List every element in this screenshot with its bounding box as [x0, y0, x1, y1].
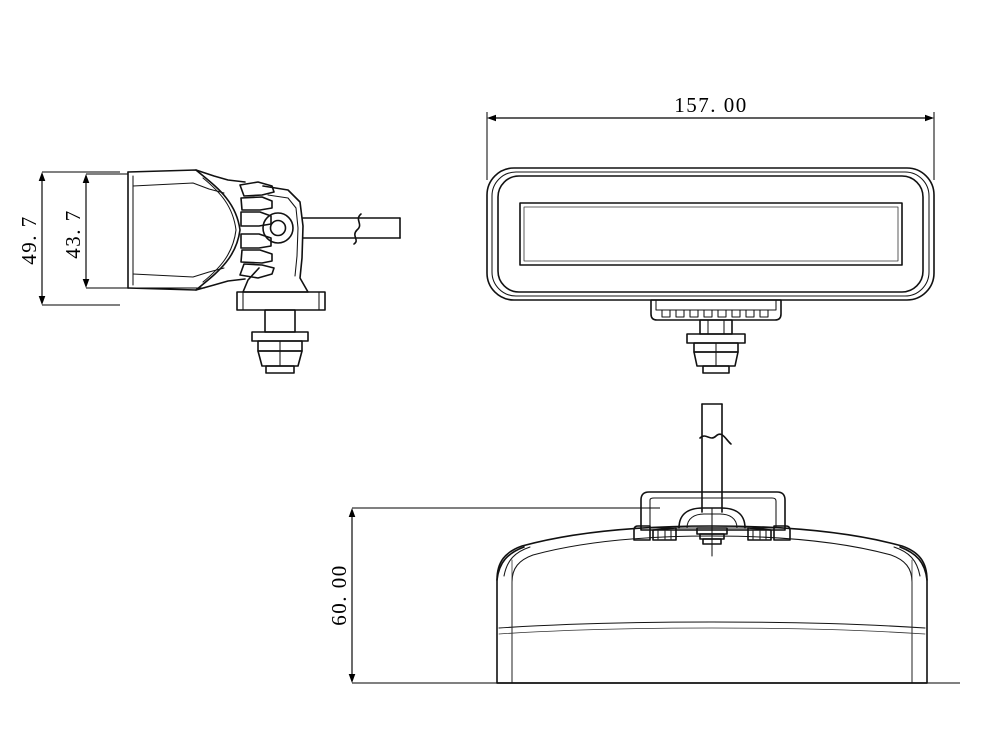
mount-hex-nut	[257, 350, 303, 367]
rear-stud-step-2	[699, 533, 725, 540]
dim-arrow-top-43-7	[82, 174, 90, 183]
rear-shell-corner-right-facet-2	[893, 546, 921, 577]
bracket-outline	[242, 185, 309, 293]
rear-bracket-flange-right	[773, 525, 791, 541]
rear-shell-outline	[496, 525, 928, 684]
side-lamp-housing	[127, 169, 246, 291]
ratchet-tooth-lower-1	[240, 249, 273, 264]
side-mounting-hardware	[251, 309, 309, 374]
cable-break-symbol	[353, 213, 362, 245]
rear-power-cable	[699, 403, 732, 513]
rear-lamp-shell	[496, 525, 928, 684]
ratchet-tooth-mid-2	[240, 233, 272, 249]
rear-bracket-inner-frame	[649, 497, 777, 529]
rear-shell-corner-left-facet-2	[503, 546, 531, 577]
rear-cable-break-symbol	[699, 433, 732, 445]
dimension-label-43-7: 43. 7	[61, 209, 85, 259]
front-bracket-teeth	[661, 309, 769, 318]
dim-arrow-top-60	[348, 508, 356, 517]
rear-shell-corner-left-facet	[496, 546, 525, 581]
dimension-43-7: 43. 7	[61, 173, 205, 289]
front-bracket-inner-line	[655, 299, 777, 311]
front-lens-window	[519, 202, 903, 266]
rear-shell-corner-right-facet	[899, 546, 928, 581]
side-housing-rear-curve-inner	[202, 177, 237, 283]
dim-arrow-bottom-49-7	[38, 296, 46, 305]
rear-bracket-outer-frame	[640, 491, 786, 531]
rear-shell-seam-line	[498, 621, 926, 629]
ratchet-tooth-upper-1	[239, 181, 275, 197]
rear-view: 60. 00	[327, 403, 960, 684]
dim-arrow-bottom-60	[348, 674, 356, 683]
side-view: 49. 7 43. 7	[17, 169, 401, 374]
front-view: 157. 00	[486, 93, 935, 374]
side-housing-rear-curve	[195, 169, 241, 291]
front-housing-outer-inner-offset	[491, 171, 930, 297]
bracket-pivot-hole	[269, 219, 287, 237]
side-housing-bottom-edge	[127, 278, 246, 291]
front-thread-end	[702, 365, 730, 374]
dim-arrow-top-49-7	[38, 172, 46, 181]
bracket-pivot-outer-circle	[262, 212, 294, 244]
rear-bracket	[633, 491, 791, 557]
dimension-157-00: 157. 00	[486, 93, 935, 180]
mount-thread-end	[265, 365, 295, 374]
rear-shell-inner-outline	[511, 535, 913, 684]
front-bracket	[650, 299, 782, 374]
side-housing-top-edge	[127, 169, 246, 183]
dimension-label-49-7: 49. 7	[17, 215, 41, 265]
side-power-cable	[302, 213, 401, 245]
dim-arrow-right-157	[925, 114, 934, 122]
rear-stud-step-3	[702, 538, 722, 545]
bracket-inner-contour	[267, 194, 299, 277]
dim-arrow-bottom-43-7	[82, 279, 90, 288]
rear-shell-seam-line-2	[498, 627, 926, 635]
rear-stud-step-1	[696, 527, 728, 535]
front-housing-bezel	[497, 175, 924, 293]
rear-ratchet-block-right	[747, 527, 772, 541]
front-bracket-body	[650, 299, 782, 321]
front-hex-nut	[693, 351, 739, 367]
ratchet-tooth-lower-2	[239, 263, 275, 279]
dimension-49-7: 49. 7	[17, 171, 120, 306]
dimension-label-60-00: 60. 00	[327, 564, 351, 626]
dimension-label-157-00: 157. 00	[674, 93, 748, 117]
ratchet-tooth-upper-2	[240, 196, 273, 211]
dim-arrow-left-157	[487, 114, 496, 122]
rear-ratchet-block-left	[652, 527, 677, 541]
side-mounting-bracket	[242, 185, 309, 293]
front-lens-window-inner	[523, 206, 899, 262]
